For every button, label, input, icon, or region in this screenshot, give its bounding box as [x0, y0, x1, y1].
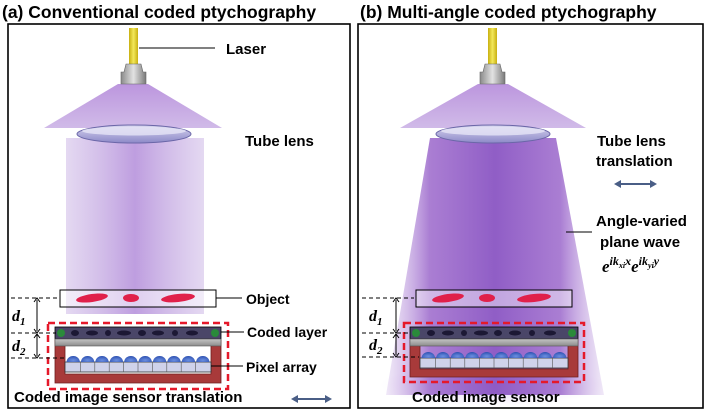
panel-b-coded-mark: [529, 330, 535, 336]
panel-a-coded-mark: [105, 330, 111, 336]
pixel-dome: [421, 351, 436, 358]
panel-a-object-spot: [161, 293, 195, 303]
panel-a-d1-label: d1: [12, 308, 26, 328]
pixel-dome: [181, 356, 196, 362]
panel-b-beam-cone: [400, 84, 586, 128]
panel-b-coded-mark: [544, 330, 556, 336]
panel-a-coded-mark: [71, 330, 79, 336]
panel-b-object-spot: [517, 293, 551, 303]
pixel-dome: [538, 351, 552, 358]
panel-a-pixel-array-label: Pixel array: [246, 359, 317, 375]
panel-a-coded-layer-label: Coded layer: [247, 324, 328, 340]
panel-b-distance-markers: [362, 297, 419, 358]
panel-a-arrow-left: [291, 395, 298, 403]
pixel-dome: [465, 351, 479, 358]
panel-b-bottom-caption: Coded image sensor: [412, 389, 560, 406]
pixel-dome: [167, 356, 181, 362]
panel-b-coded-mark: [509, 330, 521, 336]
panel-b-coded-mark: [474, 330, 488, 336]
panel-b-tube-lens-highlight: [441, 126, 545, 136]
panel-b-glass: [409, 338, 579, 347]
panel-a-tube-lens-highlight: [82, 126, 186, 136]
panel-a-object-spot: [76, 293, 108, 303]
panel-b: Tube lens translation Angle-varied plane…: [357, 23, 704, 409]
panel-a-distance-markers: [11, 297, 64, 359]
panel-a-tube-lens-label: Tube lens: [245, 133, 314, 150]
panel-b-laser-head: [479, 63, 506, 85]
panel-b-object-spot: [432, 293, 464, 303]
panel-a-object-spot: [123, 294, 139, 302]
pixel-dome: [494, 351, 509, 358]
panel-a-sensor-highlight-box: [46, 321, 230, 391]
panel-b-tube-lens-label: Tube lens: [597, 133, 666, 150]
panel-b-coded-mark: [442, 330, 454, 336]
panel-b-d1-label: d1: [369, 308, 383, 328]
pixel-dome: [552, 351, 567, 358]
panel-a-laser-head: [120, 63, 147, 85]
pixel-dome: [152, 356, 167, 362]
panel-a-glass: [54, 338, 222, 347]
panel-a-laser-label: Laser: [226, 41, 266, 58]
panel-a-d2-label: d2: [12, 338, 26, 358]
panel-b-pixels: [421, 351, 567, 368]
panel-b-coded-dot: [568, 329, 576, 337]
pixel-dome: [80, 356, 95, 362]
pixel-dome: [66, 356, 80, 362]
pixel-dome: [196, 356, 210, 362]
pixel-dome: [436, 351, 450, 358]
panel-b-lens-arrow-right: [650, 180, 657, 188]
pixel-dome: [95, 356, 109, 362]
pixel-dome: [523, 351, 538, 358]
panel-a-coded-mark: [186, 330, 198, 336]
pixel-dome: [109, 356, 124, 362]
panel-b-equation: eikxixeikyiy: [602, 254, 660, 276]
panel-b-sensor-highlight-box: [402, 321, 586, 384]
panel-a-coded-mark: [172, 330, 178, 336]
panel-a-pixels: [66, 356, 210, 372]
panel-a-laser-fiber: [129, 28, 138, 66]
panel-a-coded-mark: [86, 330, 98, 336]
pixel-dome: [479, 351, 494, 358]
pixel-dome: [509, 351, 523, 358]
pixel-dome: [124, 356, 138, 362]
pixel-dome: [138, 356, 152, 362]
panel-b-coded-mark: [461, 330, 467, 336]
panel-b-d2-label: d2: [369, 337, 383, 357]
panel-b-object-spot: [479, 294, 495, 302]
panel-b-tube-lens-translation-label: translation: [596, 153, 673, 170]
panel-a-arrow-right: [325, 395, 332, 403]
panel-b-coded-mark: [494, 330, 502, 336]
panel-a-coded-mark: [138, 330, 146, 336]
panel-b-laser-fiber: [488, 28, 497, 66]
panel-a-beam-cone: [44, 84, 222, 128]
panel-b-coded-dot: [412, 329, 420, 337]
panel-b-angle-label-1: Angle-varied: [596, 213, 687, 230]
panel-a-bottom-caption: Coded image sensor translation: [14, 389, 242, 406]
panel-a-object-label: Object: [246, 291, 290, 307]
panel-b-coded-mark: [427, 330, 435, 336]
panel-a: Laser Tube lens Object Coded layer: [7, 23, 351, 409]
panel-b-angle-label-2: plane wave: [600, 234, 680, 251]
panel-a-coded-dot: [211, 329, 219, 337]
panel-a-coded-mark: [117, 330, 131, 336]
panel-a-coded-mark: [152, 330, 164, 336]
panel-a-beam-column: [66, 138, 204, 314]
panel-a-coded-dot: [57, 329, 65, 337]
panel-b-title: (b) Multi-angle coded ptychography: [360, 2, 657, 22]
pixel-dome: [450, 351, 465, 358]
panel-a-title: (a) Conventional coded ptychography: [2, 2, 316, 22]
panel-b-lens-arrow-left: [614, 180, 621, 188]
